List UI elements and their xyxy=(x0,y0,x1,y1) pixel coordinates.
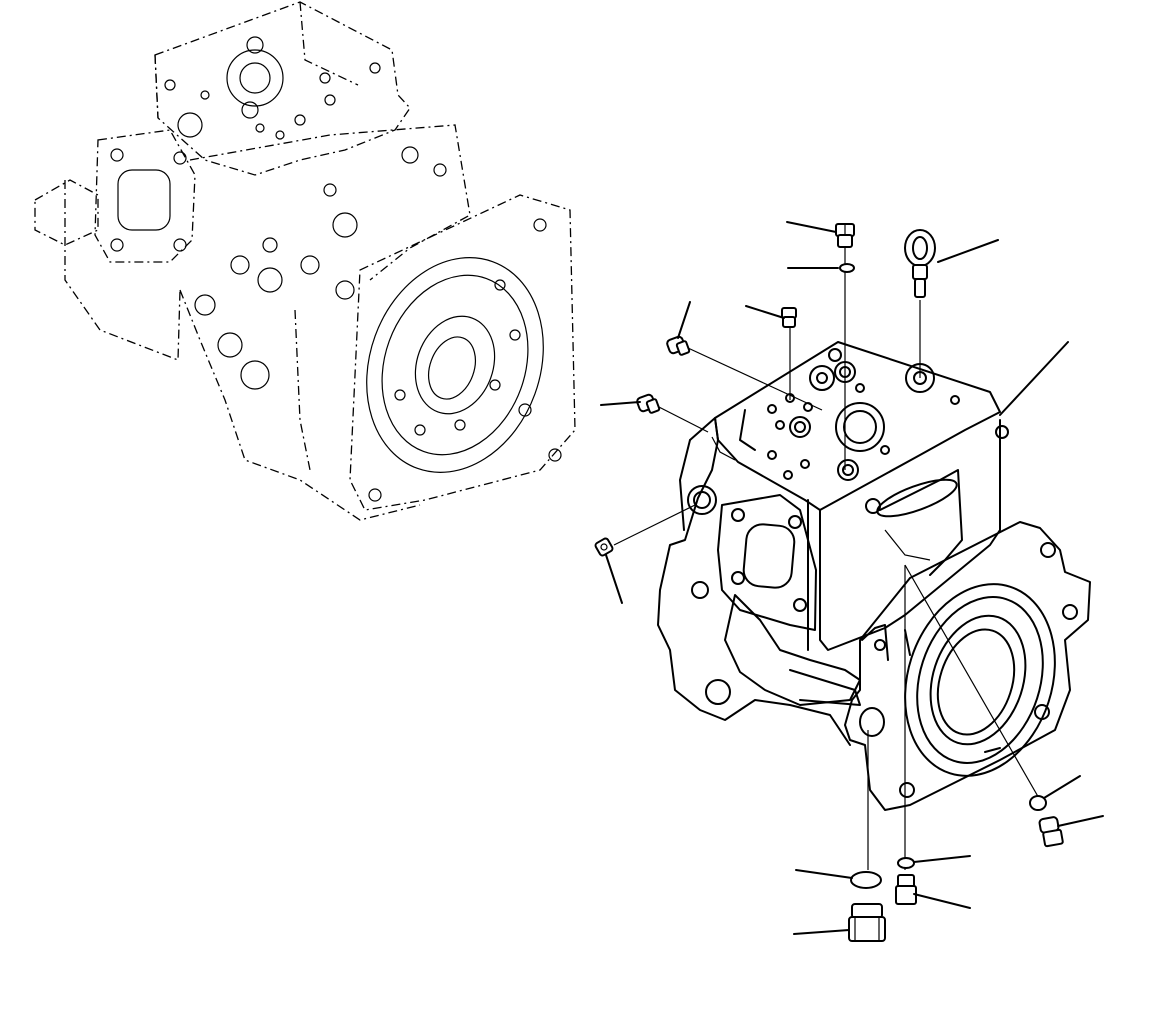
leader-plug-left-middle xyxy=(600,401,641,406)
leader-plug-bottom-left xyxy=(793,929,850,935)
plug-bottom-right-part xyxy=(895,874,917,905)
o-ring-bottom-right-part xyxy=(897,857,915,869)
o-ring-bottom-left-part xyxy=(850,871,882,889)
leader-plug-right-small xyxy=(1043,775,1081,799)
eye-bolt-part xyxy=(904,229,936,298)
plug-left-middle-part xyxy=(636,393,661,414)
o-ring-top-part xyxy=(839,263,855,273)
plug-left-lower-part xyxy=(594,537,614,557)
exploded-parts xyxy=(594,221,1104,942)
plug-bottom-left-part xyxy=(848,903,886,942)
leader-o-ring-bottom-left xyxy=(795,869,853,879)
leader-plug-top-left xyxy=(786,221,837,233)
leader-plug-right-large xyxy=(1057,815,1104,827)
plug-right-large-part xyxy=(1038,816,1064,848)
leader-eye-bolt xyxy=(937,239,999,263)
small-plug-top-part xyxy=(781,307,797,328)
main-housing xyxy=(657,341,1091,811)
leader-plug-bottom-right xyxy=(913,893,971,909)
plug-top-left-part xyxy=(835,223,855,248)
leader-o-ring-bottom-right xyxy=(913,855,971,863)
leader-plug-left-lower xyxy=(605,554,623,604)
leader-small-plug-top xyxy=(745,305,785,319)
leader-lines xyxy=(600,221,1104,935)
plug-right-small-part xyxy=(1029,795,1047,811)
leader-housing xyxy=(999,341,1069,416)
leader-plug-left-upper xyxy=(677,301,691,339)
phantom-pump-assembly xyxy=(34,1,576,521)
plug-left-upper-part xyxy=(666,335,691,356)
